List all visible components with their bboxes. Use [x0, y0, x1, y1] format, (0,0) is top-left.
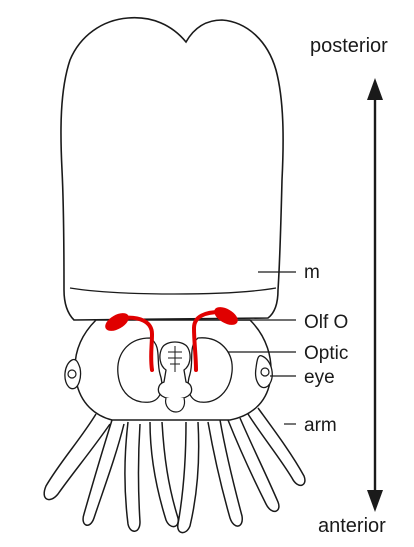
label-eye: eye	[304, 367, 335, 388]
label-arm: arm	[304, 415, 337, 436]
label-optic: Optic	[304, 343, 348, 364]
axis-arrowhead-top	[367, 78, 383, 100]
label-anterior: anterior	[318, 515, 386, 537]
axis-arrowhead-bottom	[367, 490, 383, 512]
label-mantle: m	[304, 262, 320, 283]
arms	[44, 408, 305, 533]
label-posterior: posterior	[310, 35, 388, 57]
mantle-outline	[61, 18, 283, 320]
label-olfactory-organ: Olf O	[304, 312, 348, 333]
eye-left	[65, 359, 81, 388]
